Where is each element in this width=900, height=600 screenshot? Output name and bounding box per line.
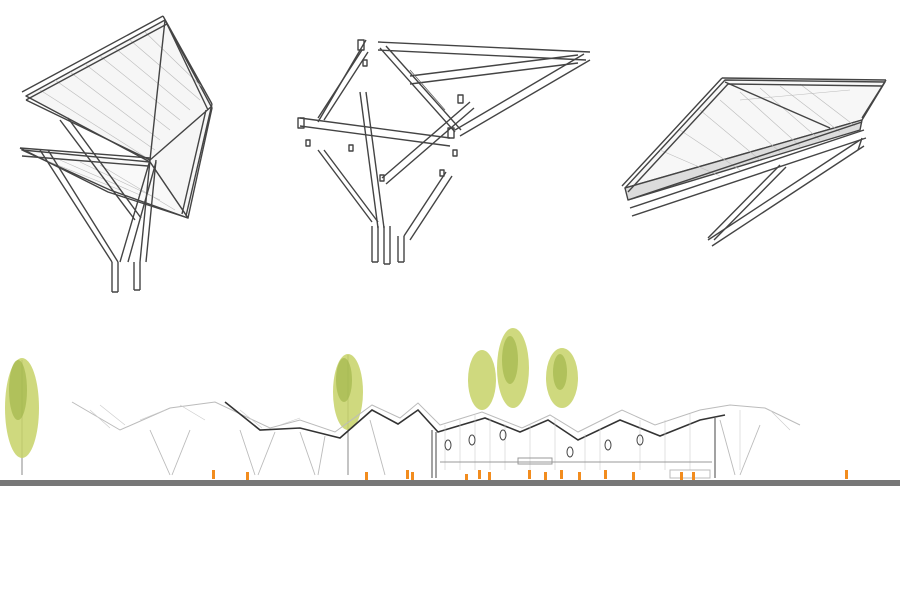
tree-group-right: [468, 328, 578, 410]
canopy-axonometric-right: [621, 77, 887, 247]
tree-left: [5, 358, 39, 475]
roof-hatching: [39, 31, 206, 211]
tree-center: [333, 354, 363, 475]
roof-hatching: [659, 83, 856, 177]
building-enclosure: [431, 418, 716, 479]
ground-line: [0, 480, 900, 486]
canopy-axonometric-left: [19, 15, 213, 293]
canopy-columns: [149, 419, 761, 476]
canopy-exploded-axonometric: [297, 39, 591, 265]
trees: [5, 328, 578, 475]
canopy-hatching: [89, 404, 791, 470]
roof-panel: [25, 19, 213, 219]
people-figures: [212, 470, 848, 481]
roof-edge-panel: [624, 119, 863, 201]
canopy-elevation: [0, 328, 900, 486]
